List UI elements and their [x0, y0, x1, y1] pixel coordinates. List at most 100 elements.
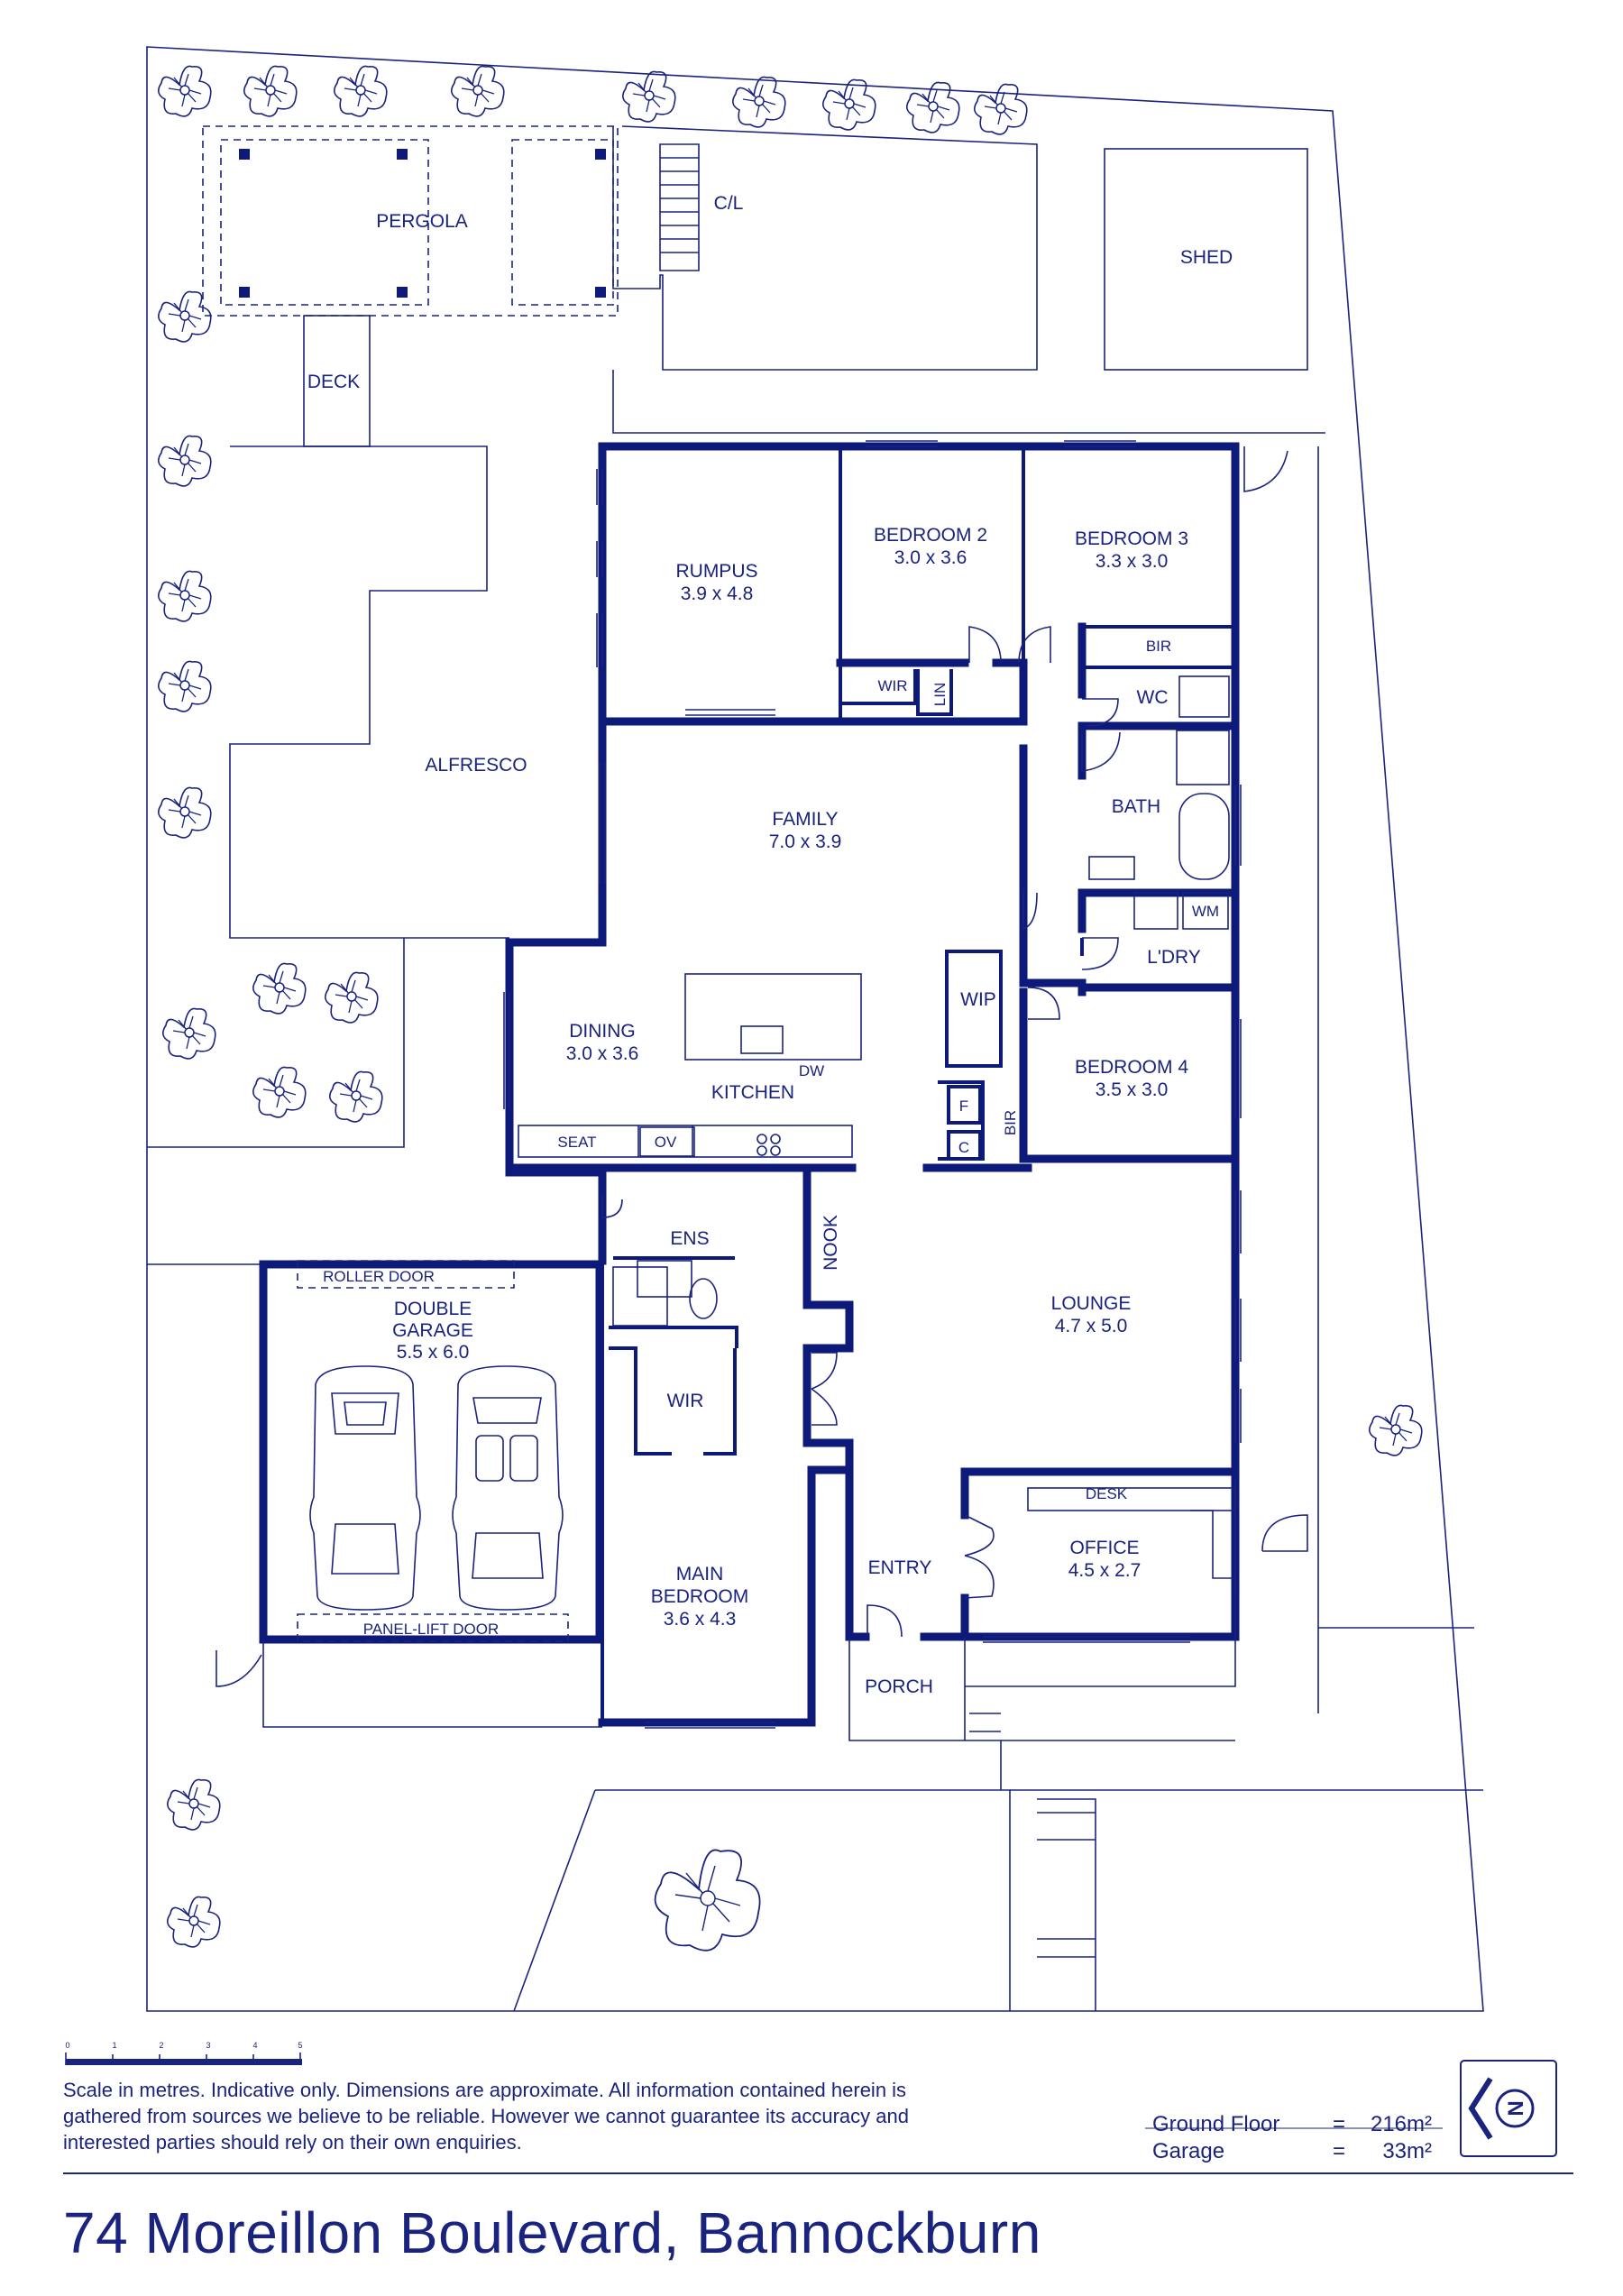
- rumpus-dims: 3.9 x 4.8: [681, 583, 754, 604]
- bir1-label: BIR: [1146, 638, 1171, 655]
- toilet-icon: [1178, 675, 1230, 718]
- area-label: Ground Floor: [1152, 2112, 1280, 2136]
- deck-label: DECK: [307, 372, 360, 392]
- bedroom3-dims: 3.3 x 3.0: [1096, 551, 1169, 572]
- shower-icon: [1176, 730, 1230, 785]
- office-label: OFFICE: [1070, 1538, 1140, 1558]
- bir2-label: BIR: [1002, 1110, 1019, 1135]
- kitchen-island: [684, 973, 862, 1061]
- door-swing: [215, 1650, 262, 1687]
- ensuite-shower-icon: [612, 1266, 668, 1327]
- rear-paving: [612, 370, 1325, 434]
- scale-tick-1: 1: [112, 2041, 116, 2050]
- bedroom4-dims: 3.5 x 3.0: [1096, 1079, 1169, 1100]
- vanity-icon: [1088, 856, 1135, 880]
- room-labels: RUMPUS 3.9 x 4.8 BEDROOM 2 3.0 x 3.6 BED…: [557, 525, 1219, 1697]
- front-paths: [513, 1713, 1483, 2012]
- scale-tick-5: 5: [298, 2041, 302, 2050]
- cooktop-icon: [756, 1134, 767, 1144]
- pergola-label: PERGOLA: [376, 211, 468, 232]
- ensuite-vanity-icon: [637, 1260, 692, 1298]
- area-row-ground: Ground Floor = 216m²: [1152, 2112, 1432, 2137]
- dw-label: DW: [799, 1062, 824, 1079]
- alfresco-label: ALFRESCO: [425, 755, 527, 776]
- wir1-label: WIR: [877, 677, 907, 694]
- windows: [503, 440, 1242, 1729]
- scale-tick-2: 2: [159, 2041, 163, 2050]
- nook-label: NOOK: [821, 1215, 841, 1271]
- scale-tick-0: 0: [65, 2041, 69, 2050]
- entry-label: ENTRY: [868, 1557, 932, 1578]
- fixtures: [518, 675, 1236, 1579]
- wc-label: WC: [1137, 687, 1169, 708]
- deck: DECK: [303, 315, 371, 447]
- desk-label: DESK: [1086, 1485, 1128, 1502]
- trough-icon: [1133, 892, 1178, 930]
- wm-label: WM: [1192, 903, 1219, 920]
- shed: SHED: [1104, 148, 1308, 371]
- family-label: FAMILY: [772, 809, 838, 830]
- wir2-label: WIR: [667, 1391, 704, 1411]
- area-value: 33m²: [1382, 2139, 1432, 2163]
- wip-label: WIP: [960, 989, 996, 1010]
- clothesline-area: C/L: [612, 125, 1038, 371]
- car-icon: [309, 1365, 421, 1611]
- kitchen-label: KITCHEN: [711, 1082, 794, 1103]
- seat-label: SEAT: [557, 1134, 596, 1151]
- c-label: C: [958, 1139, 969, 1156]
- property-address: 74 Moreillon Boulevard, Bannockburn: [63, 2200, 1041, 2265]
- door-swings: [601, 446, 1308, 1638]
- washing-machine-icon: [1182, 892, 1229, 930]
- ens-label: ENS: [670, 1228, 709, 1249]
- bath-icon: [1178, 793, 1230, 880]
- bath-label: BATH: [1112, 796, 1160, 817]
- panel-lift-door-label: PANEL-LIFT DOOR: [363, 1621, 500, 1638]
- lin-label: LIN: [931, 683, 949, 706]
- double-garage: ROLLER DOOR DOUBLE GARAGE 5.5 x 6.0 PANE…: [259, 1260, 604, 1728]
- site-boundary: [146, 46, 1484, 2012]
- scale-tick-4: 4: [252, 2041, 257, 2050]
- area-eq: =: [1333, 2139, 1346, 2163]
- north-compass-icon: N: [1460, 2060, 1557, 2157]
- rumpus-label: RUMPUS: [675, 561, 757, 582]
- ldry-label: L'DRY: [1147, 947, 1201, 968]
- cl-label: C/L: [714, 193, 744, 214]
- side-path-right: [1317, 446, 1474, 1713]
- shed-label: SHED: [1180, 247, 1233, 268]
- main-bedroom-label-line2: BEDROOM: [651, 1586, 749, 1607]
- garage-dims: 5.5 x 6.0: [397, 1342, 470, 1363]
- pergola: PERGOLA: [202, 125, 619, 317]
- ensuite-toilet-icon: [689, 1278, 718, 1319]
- main-bedroom-dims: 3.6 x 4.3: [664, 1609, 737, 1630]
- dining-dims: 3.0 x 3.6: [566, 1043, 639, 1064]
- alfresco: ALFRESCO: [147, 445, 527, 1148]
- office-dims: 4.5 x 2.7: [1068, 1560, 1142, 1581]
- lounge-label: LOUNGE: [1051, 1293, 1132, 1314]
- area-eq: =: [1333, 2112, 1346, 2136]
- car-icon: [452, 1365, 564, 1611]
- fridge-label: F: [959, 1097, 968, 1115]
- ov-label: OV: [655, 1134, 677, 1151]
- area-label: Garage: [1152, 2139, 1225, 2163]
- bedroom2-label: BEDROOM 2: [874, 525, 987, 546]
- lounge-dims: 4.7 x 5.0: [1055, 1316, 1128, 1336]
- garage-label-line1: DOUBLE: [394, 1299, 472, 1319]
- sink-icon: [740, 1025, 784, 1054]
- bedroom3-label: BEDROOM 3: [1075, 528, 1188, 549]
- scale-tick-3: 3: [206, 2041, 210, 2050]
- dining-label: DINING: [569, 1021, 636, 1042]
- roller-door-label: ROLLER DOOR: [323, 1268, 435, 1285]
- bedroom2-dims: 3.0 x 3.6: [894, 547, 967, 568]
- area-row-garage: Garage = 33m²: [1152, 2139, 1432, 2164]
- garage-label-line2: GARAGE: [392, 1320, 473, 1341]
- porch-label: PORCH: [865, 1676, 933, 1697]
- main-bedroom-label-line1: MAIN: [676, 1564, 724, 1584]
- bedroom4-label: BEDROOM 4: [1075, 1057, 1188, 1078]
- disclaimer: Scale in metres. Indicative only. Dimens…: [63, 2079, 909, 2154]
- scale-bar: 0 1 2 3 4 5: [65, 2041, 303, 2065]
- family-dims: 7.0 x 3.9: [769, 831, 842, 852]
- area-value: 216m²: [1370, 2112, 1432, 2136]
- desk-icon: [1027, 1487, 1236, 1511]
- kitchen-bench: [518, 1125, 853, 1158]
